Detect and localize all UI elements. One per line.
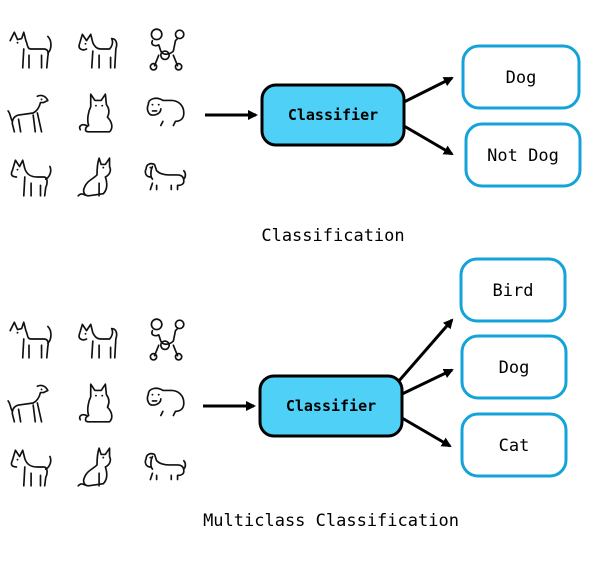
output-box-cat bbox=[460, 412, 568, 478]
output-arrow-notdog-top bbox=[403, 124, 454, 156]
husky-dog-icon bbox=[10, 449, 52, 487]
output-label-cat: Cat bbox=[499, 436, 530, 456]
husky-dog-icon bbox=[10, 159, 52, 197]
dachshund-icon bbox=[144, 452, 187, 481]
output-box-bird bbox=[459, 257, 567, 323]
sitting-cat-icon bbox=[78, 383, 113, 423]
bulldog-icon bbox=[146, 387, 185, 417]
output-arrow-bird bbox=[396, 318, 454, 383]
output-arrow-dog-top bbox=[403, 76, 454, 104]
output-box-dog-bottom bbox=[460, 334, 568, 400]
animal-grid-top bbox=[7, 28, 187, 197]
classifier-label-bottom: Classifier bbox=[286, 397, 376, 415]
output-box-not-dog bbox=[464, 122, 582, 188]
standing-cat-icon bbox=[9, 321, 52, 359]
shiba-dog-icon bbox=[78, 323, 118, 359]
output-box-dog bbox=[461, 44, 581, 110]
output-label-dog: Dog bbox=[506, 68, 537, 88]
output-arrow-cat bbox=[401, 416, 452, 448]
poodle-icon bbox=[149, 318, 185, 361]
output-label-dog-bottom: Dog bbox=[499, 358, 530, 378]
caption-classification: Classification bbox=[261, 226, 404, 246]
bulldog-icon bbox=[146, 97, 185, 127]
classifier-box-bottom bbox=[258, 374, 404, 438]
caption-multiclass: Multiclass Classification bbox=[203, 511, 459, 531]
shiba-dog-icon bbox=[78, 33, 118, 69]
cat-looking-up-icon bbox=[77, 447, 112, 487]
standing-cat-icon bbox=[9, 31, 52, 69]
classifier-box-top bbox=[260, 83, 406, 147]
dachshund-icon bbox=[144, 162, 187, 191]
output-label-not-dog: Not Dog bbox=[487, 146, 559, 166]
sitting-cat-icon bbox=[78, 93, 113, 133]
animal-grid-bottom bbox=[7, 318, 187, 487]
output-arrow-dog-bottom bbox=[401, 368, 454, 396]
pointer-dog-icon bbox=[7, 94, 49, 133]
poodle-icon bbox=[149, 28, 185, 71]
cat-looking-up-icon bbox=[77, 157, 112, 197]
pointer-dog-icon bbox=[7, 384, 49, 423]
output-label-bird: Bird bbox=[493, 281, 534, 301]
classification-section: Classifier Dog Not Dog Classification bbox=[7, 28, 582, 246]
multiclass-section: Classifier Bird Dog Cat Multiclass Class… bbox=[7, 257, 568, 531]
classifier-label-top: Classifier bbox=[288, 106, 378, 124]
